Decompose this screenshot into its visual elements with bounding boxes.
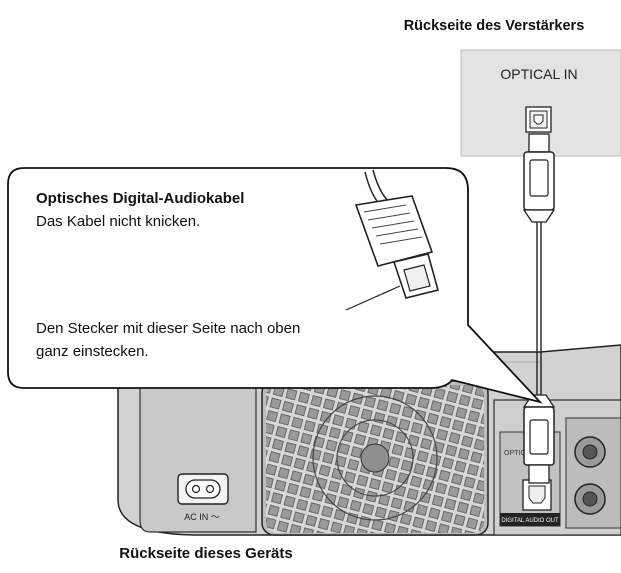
digital-audio-out-label: DIGITAL AUDIO OUT <box>501 518 559 524</box>
callout-line-3: ganz einstecken. <box>36 343 149 360</box>
callout-box: Optisches Digital-Audiokabel Das Kabel n… <box>7 167 543 404</box>
amplifier-optical-port <box>525 106 552 133</box>
enlarged-plug-illustration <box>345 169 439 311</box>
callout-title: Optisches Digital-Audiokabel <box>36 190 244 207</box>
device-rear-body: OPTICAL DIGITAL AUDIO OUT AC IN ～ <box>117 344 621 536</box>
amplifier-cable-plug <box>522 133 556 223</box>
callout-line-2: Den Stecker mit dieser Seite nach oben <box>36 320 300 337</box>
ac-in-label: AC IN ～ <box>184 512 220 522</box>
optical-cable <box>536 218 542 395</box>
device-cable-plug <box>522 394 556 484</box>
device-optical-port <box>522 479 552 511</box>
ac-inlet <box>177 473 229 505</box>
device-optical-port-label: OPTICAL <box>504 450 534 457</box>
device-back-label: Rückseite dieses Geräts <box>119 545 292 562</box>
callout-line-1: Das Kabel nicht knicken. <box>36 213 200 230</box>
amplifier-back-label: Rückseite des Verstärkers <box>404 18 585 34</box>
optical-in-label: OPTICAL IN <box>500 66 577 82</box>
